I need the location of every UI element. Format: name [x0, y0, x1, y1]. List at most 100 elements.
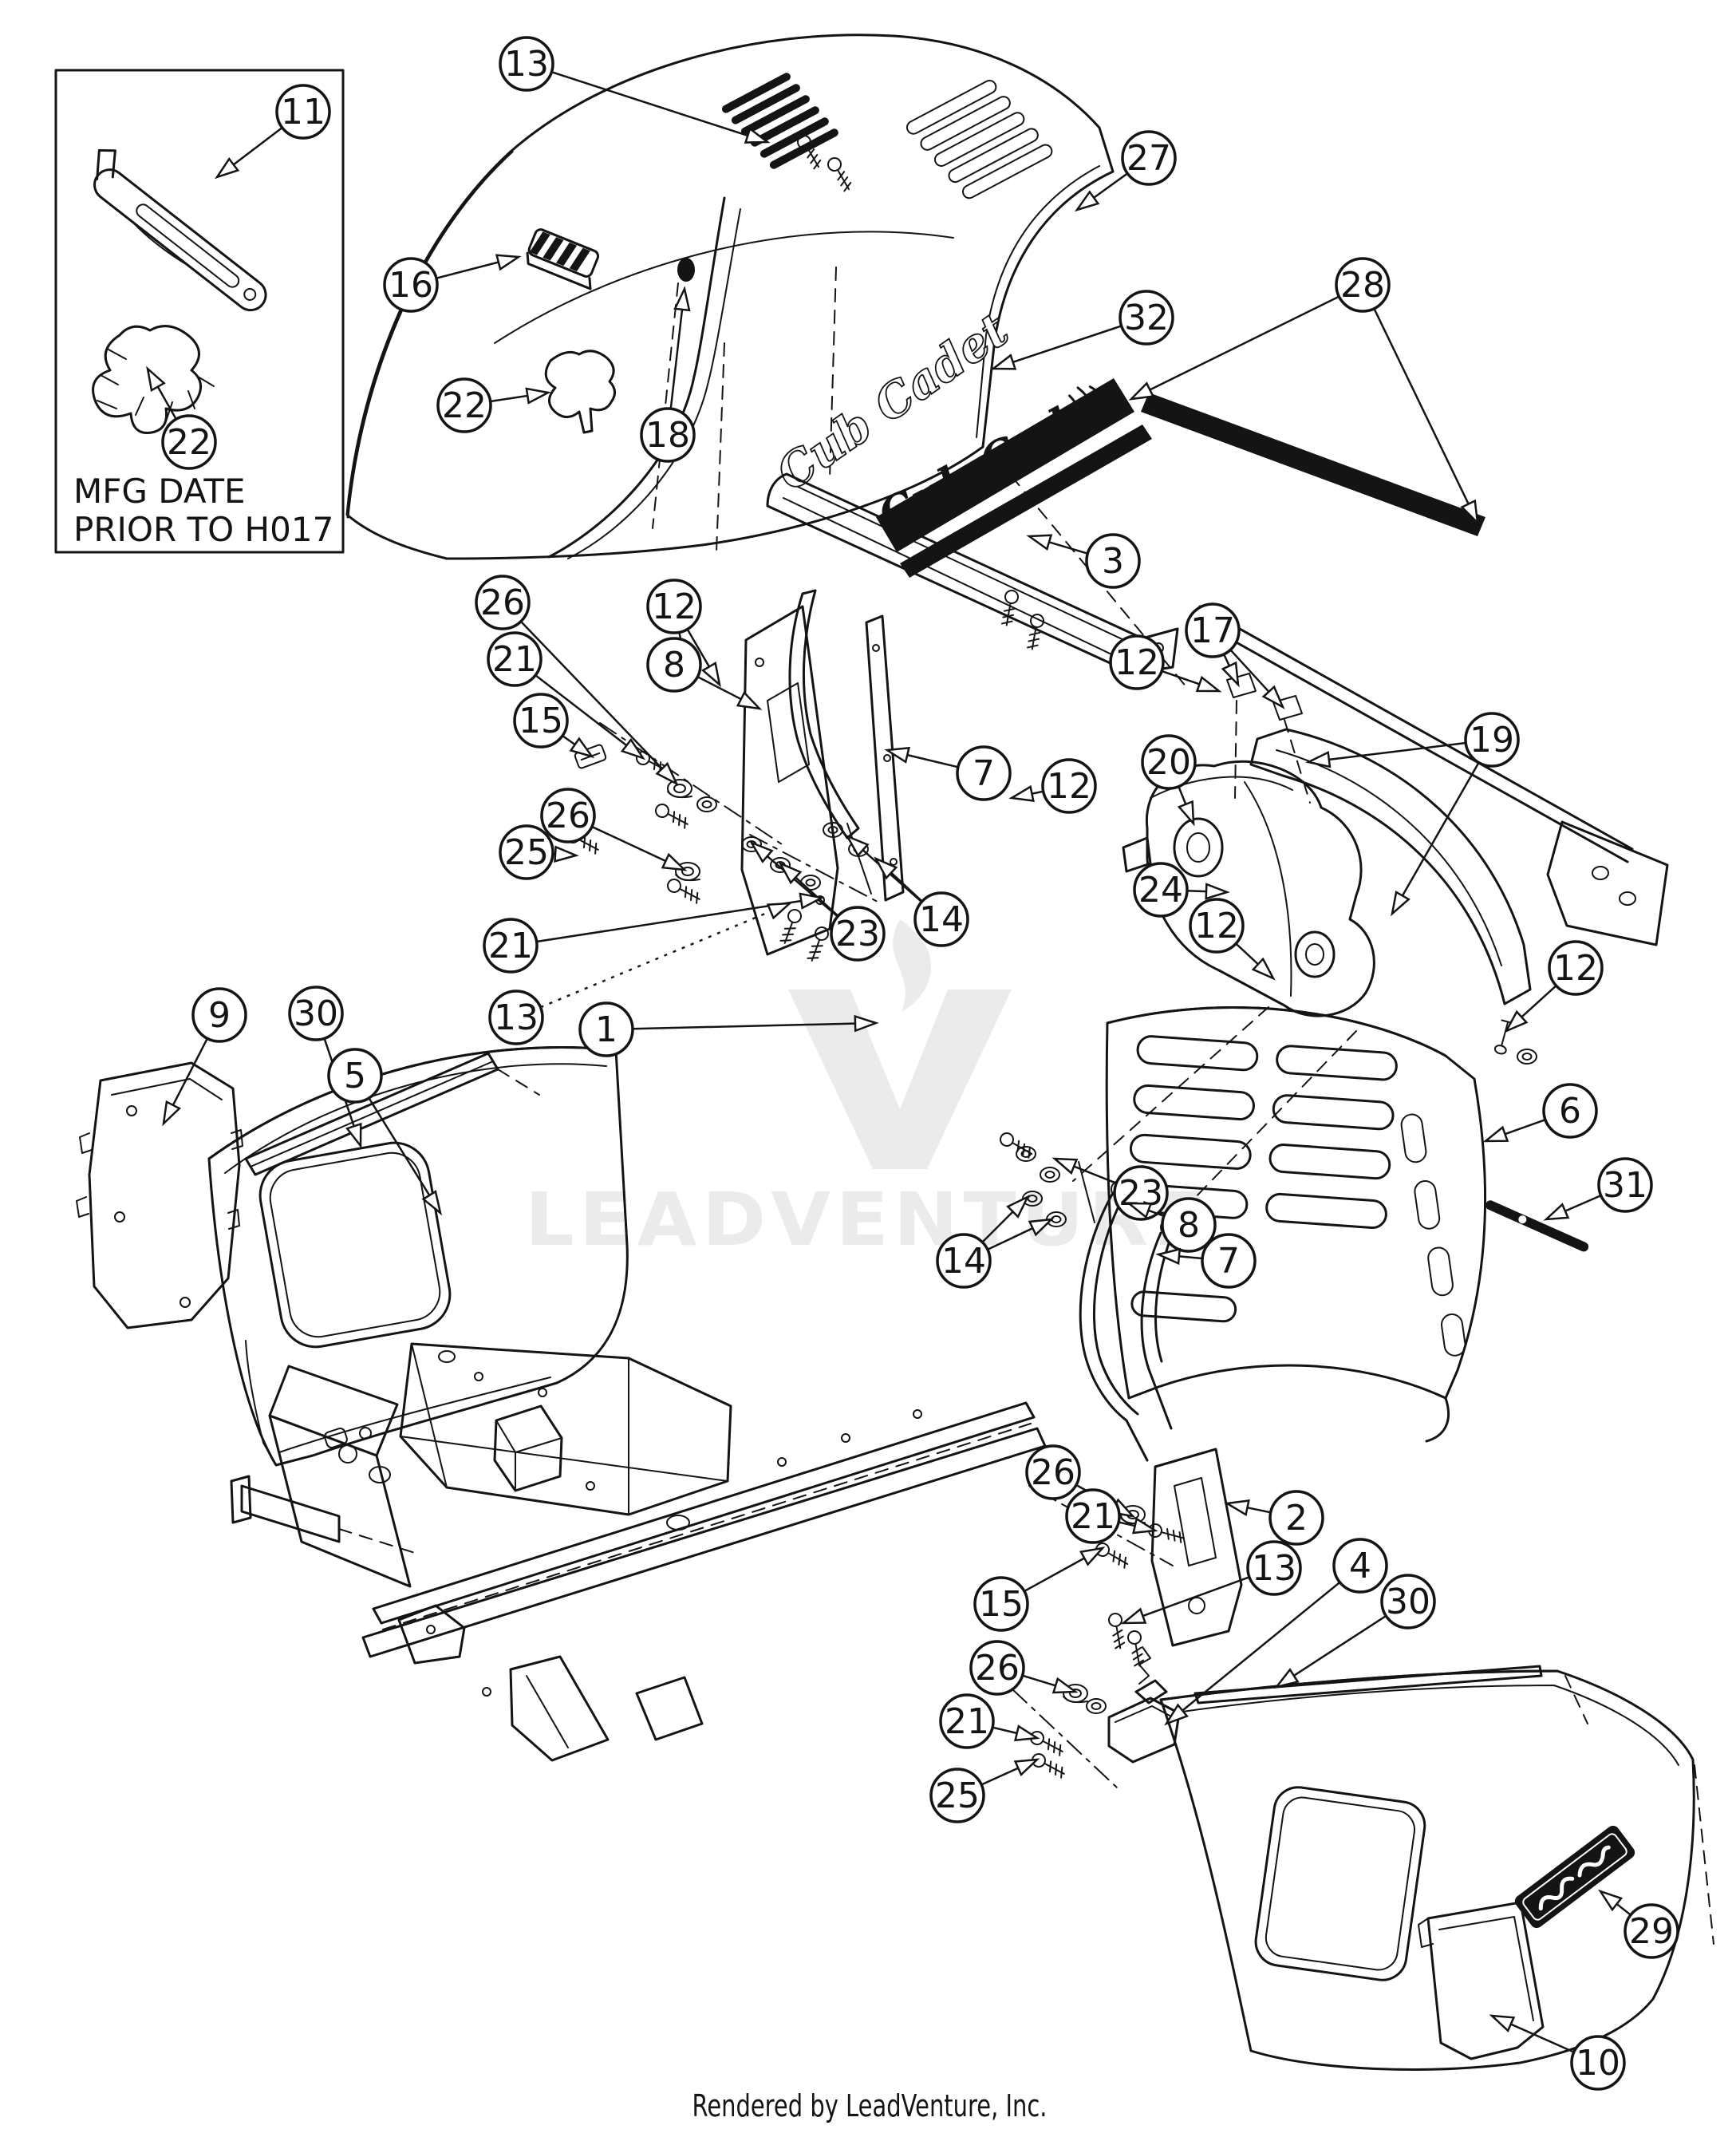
callout-12[interactable]: 12: [1008, 758, 1097, 814]
part-16-handle-grip: [526, 228, 600, 290]
callout-circle: [161, 414, 217, 470]
callout-22[interactable]: 22: [146, 365, 217, 470]
callout-29[interactable]: 29: [1597, 1889, 1679, 1959]
leader-line: [1045, 540, 1088, 555]
callout-2[interactable]: 2: [1224, 1490, 1324, 1546]
callout-12[interactable]: 12: [1504, 940, 1604, 1033]
callout-25[interactable]: 25: [499, 824, 579, 880]
callout-6[interactable]: 6: [1482, 1083, 1598, 1143]
leader-line: [888, 870, 923, 903]
callout-30[interactable]: 30: [1273, 1574, 1436, 1689]
callout-26[interactable]: 26: [969, 1640, 1079, 1696]
callout-31[interactable]: 31: [1543, 1157, 1653, 1221]
callout-13[interactable]: 13: [1120, 1540, 1302, 1625]
callout-19[interactable]: 19: [1305, 712, 1520, 917]
callout-12[interactable]: 12: [646, 579, 721, 688]
callout-circle: [499, 824, 554, 880]
callout-circle: [499, 36, 554, 92]
callout-number: 26: [546, 796, 590, 836]
callout-5[interactable]: 5: [327, 1048, 443, 1216]
leader-arrowhead: [766, 902, 793, 920]
callout-17[interactable]: 17: [1185, 602, 1285, 709]
part-11-latch-rod: [93, 148, 267, 312]
leader-arrowhead: [421, 1190, 443, 1216]
callout-14[interactable]: 14: [845, 834, 969, 947]
callout-9[interactable]: 9: [162, 987, 247, 1127]
leader-arrowhead: [1261, 685, 1285, 709]
callout-10[interactable]: 10: [1489, 2014, 1626, 2091]
callout-32[interactable]: 32: [990, 290, 1174, 370]
callout-circle: [436, 377, 492, 433]
callout-circle: [1597, 1157, 1653, 1213]
callout-12[interactable]: 12: [1189, 898, 1276, 981]
callout-number: 17: [1190, 610, 1235, 651]
callout-22[interactable]: 22: [436, 377, 551, 433]
callout-7[interactable]: 7: [884, 745, 1012, 801]
callout-circle: [956, 745, 1012, 801]
callout-number: 22: [167, 422, 211, 463]
leader-line: [519, 620, 665, 772]
leader-line: [155, 383, 177, 420]
callout-15[interactable]: 15: [513, 693, 595, 759]
leader-arrowhead: [1597, 1889, 1624, 1912]
callout-8[interactable]: 8: [1126, 1197, 1217, 1253]
callout-26[interactable]: 26: [540, 788, 688, 871]
callout-21[interactable]: 21: [939, 1693, 1040, 1749]
leader-arrowhead: [1221, 661, 1240, 688]
callout-number: 16: [389, 265, 433, 306]
leader-arrowhead: [214, 156, 240, 180]
leader-arrowhead: [1008, 784, 1035, 802]
callout-12[interactable]: 12: [1109, 634, 1222, 693]
leader-arrowhead: [1273, 1668, 1300, 1689]
callout-circle: [1133, 862, 1189, 918]
callout-23[interactable]: 23: [749, 840, 886, 962]
leader-line: [539, 909, 775, 1009]
callout-11[interactable]: 11: [214, 84, 331, 180]
callout-circle: [487, 631, 542, 687]
callout-24[interactable]: 24: [1133, 862, 1230, 918]
callout-1[interactable]: 1: [578, 1001, 879, 1057]
callout-23[interactable]: 23: [1051, 1157, 1169, 1221]
callout-circle: [1246, 1540, 1302, 1596]
callout-26[interactable]: 26: [475, 575, 679, 786]
callout-circle: [1141, 734, 1197, 790]
callout-25[interactable]: 25: [929, 1758, 1040, 1823]
callout-28[interactable]: 28: [1128, 257, 1479, 526]
callout-21[interactable]: 21: [1065, 1488, 1158, 1544]
callout-number: 25: [504, 832, 549, 873]
callout-18[interactable]: 18: [640, 286, 696, 463]
callout-7[interactable]: 7: [1155, 1233, 1257, 1289]
callout-circle: [646, 579, 702, 634]
callout-15[interactable]: 15: [973, 1547, 1106, 1632]
callout-8[interactable]: 8: [646, 637, 763, 710]
callout-4[interactable]: 4: [1164, 1538, 1388, 1726]
callout-30[interactable]: 30: [288, 986, 362, 1149]
leader-line: [1179, 1581, 1341, 1714]
leader-line: [1161, 670, 1203, 686]
callout-number: 25: [935, 1776, 980, 1816]
callout-3[interactable]: 3: [1026, 533, 1141, 589]
leader-line: [696, 675, 745, 702]
callout-number: 26: [480, 583, 525, 623]
callout-circle: [646, 637, 702, 693]
leader-arrowhead: [1126, 1202, 1153, 1219]
leader-arrowhead: [744, 127, 771, 144]
callout-number: 6: [1559, 1091, 1581, 1132]
callout-circle: [1464, 712, 1520, 768]
callout-number: 13: [1252, 1548, 1296, 1589]
callout-number: 18: [645, 415, 690, 456]
leader-arrowhead: [854, 1014, 879, 1033]
callout-13[interactable]: 13: [499, 36, 771, 144]
callout-number: 9: [208, 995, 231, 1036]
callout-21[interactable]: 21: [487, 631, 646, 760]
callout-13[interactable]: 13: [488, 902, 793, 1045]
callout-16[interactable]: 16: [383, 254, 522, 313]
callout-20[interactable]: 20: [1141, 734, 1197, 827]
callout-27[interactable]: 27: [1074, 130, 1177, 212]
right-side-panel-4: [1107, 1665, 1714, 2071]
callout-21[interactable]: 21: [483, 892, 825, 974]
leader-arrowhead: [661, 852, 688, 871]
callout-number: 2: [1285, 1498, 1308, 1539]
leader-line: [1022, 1674, 1059, 1688]
callout-14[interactable]: 14: [936, 1195, 1055, 1289]
